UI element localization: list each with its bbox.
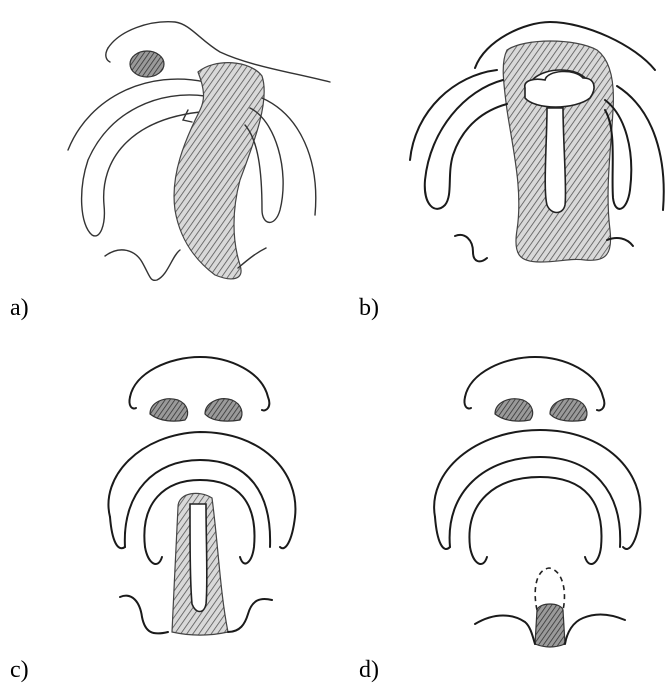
panel-c: c) [0, 342, 335, 684]
panel-a: a) [0, 0, 335, 342]
panel-c-label: c) [10, 658, 29, 682]
panel-b-label: b) [359, 296, 379, 320]
panel-b: b) [335, 0, 670, 342]
panel-d: d) [335, 342, 670, 684]
panel-d-label: d) [359, 658, 379, 682]
panel-d-drawing [335, 342, 670, 684]
panel-b-drawing [335, 0, 670, 342]
panel-a-label: a) [10, 296, 29, 320]
panel-a-drawing [0, 0, 335, 342]
panel-c-drawing [0, 342, 335, 684]
